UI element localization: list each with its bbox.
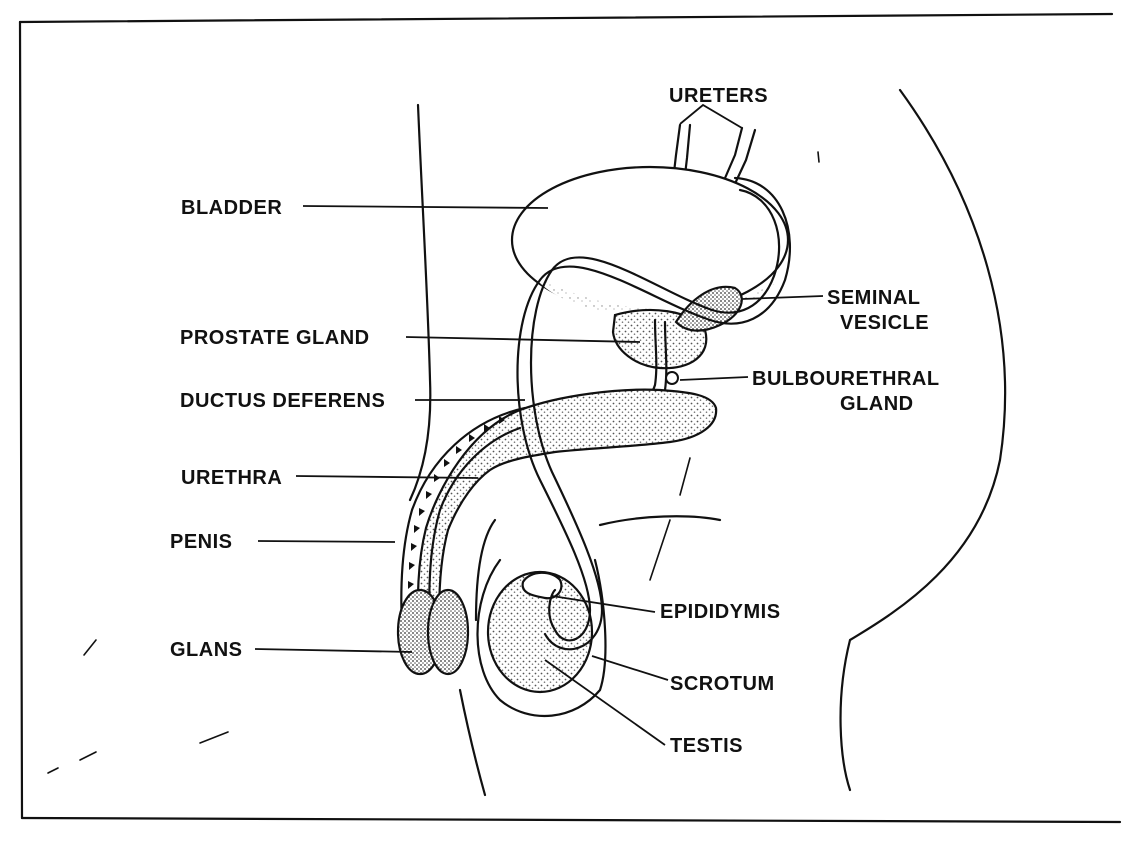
label-urethra: URETHRA — [181, 467, 282, 489]
label-ductus-deferens: DUCTUS DEFERENS — [180, 390, 385, 412]
glans — [398, 590, 468, 674]
label-bulbourethral-2: GLAND — [840, 393, 914, 415]
label-prostate-gland: PROSTATE GLAND — [180, 327, 370, 349]
label-scrotum: SCROTUM — [670, 673, 775, 695]
label-bulbourethral-1: BULBOURETHRAL — [752, 368, 940, 390]
label-glans: GLANS — [170, 639, 243, 661]
label-seminal-vesicle-1: SEMINAL — [827, 287, 921, 309]
label-penis: PENIS — [170, 531, 233, 553]
epididymis — [523, 573, 562, 599]
label-ureters: URETERS — [669, 85, 768, 107]
label-testis: TESTIS — [670, 735, 743, 757]
label-seminal-vesicle-2: VESICLE — [840, 312, 929, 334]
label-epididymis: EPIDIDYMIS — [660, 601, 781, 623]
label-bladder: BLADDER — [181, 197, 282, 219]
bulbourethral-gland — [666, 372, 678, 384]
